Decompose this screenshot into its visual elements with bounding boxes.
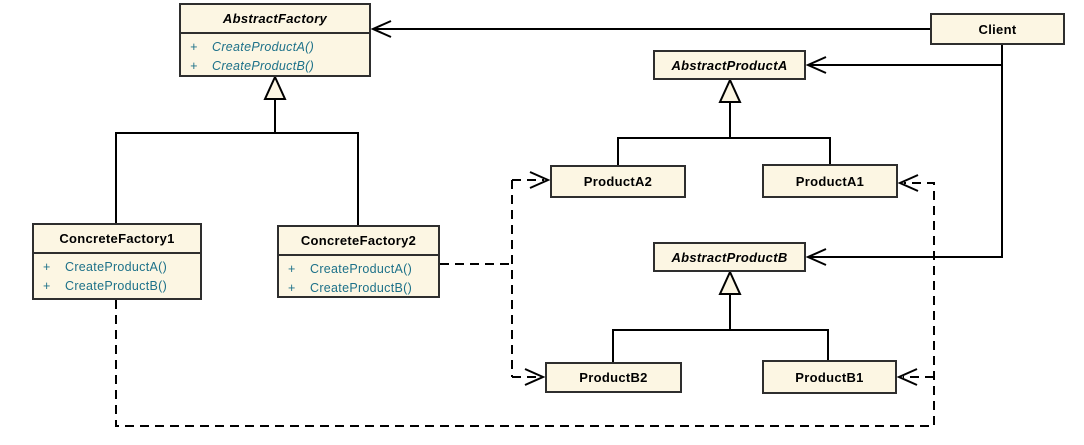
open-arrowhead-icon bbox=[529, 171, 551, 189]
visibility-symbol: + bbox=[43, 279, 51, 293]
method-row: + CreateProductA() bbox=[181, 38, 369, 57]
class-producta2: ProductA2 bbox=[550, 165, 686, 198]
class-title: ProductA2 bbox=[583, 174, 653, 189]
method-row: + CreateProductB() bbox=[34, 277, 200, 296]
class-abstractfactory: AbstractFactory + CreateProductA() + Cre… bbox=[179, 3, 371, 77]
class-methods: + CreateProductA() + CreateProductB() bbox=[279, 254, 438, 298]
open-arrowhead-icon bbox=[370, 20, 392, 38]
method-row: + CreateProductA() bbox=[34, 258, 200, 277]
method-row: + CreateProductA() bbox=[279, 260, 438, 279]
association-client-abstractproducts bbox=[805, 45, 1003, 266]
class-concretefactory1: ConcreteFactory1 + CreateProductA() + Cr… bbox=[32, 223, 202, 300]
hollow-triangle-arrow-icon bbox=[718, 269, 742, 295]
visibility-symbol: + bbox=[190, 40, 198, 54]
open-arrowhead-icon bbox=[897, 174, 919, 192]
hollow-triangle-arrow-icon bbox=[718, 77, 742, 103]
class-productb2: ProductB2 bbox=[545, 362, 682, 393]
class-title: ProductA1 bbox=[795, 173, 865, 189]
class-abstractproductb: AbstractProductB bbox=[653, 242, 806, 272]
dependency-concretefactory2 bbox=[440, 171, 551, 386]
open-arrowhead-icon bbox=[524, 368, 546, 386]
visibility-symbol: + bbox=[288, 262, 296, 276]
class-title: AbstractFactory bbox=[222, 11, 328, 26]
class-title: ProductB1 bbox=[795, 369, 864, 385]
open-arrowhead-icon bbox=[805, 56, 827, 74]
class-concretefactory2: ConcreteFactory2 + CreateProductA() + Cr… bbox=[277, 225, 440, 298]
class-title: ProductB2 bbox=[579, 370, 648, 385]
visibility-symbol: + bbox=[43, 260, 51, 274]
generalization-products-a bbox=[617, 77, 831, 165]
method-row: + CreateProductB() bbox=[181, 57, 369, 76]
class-producta1: ProductA1 bbox=[762, 164, 898, 198]
visibility-symbol: + bbox=[190, 59, 198, 73]
method-name: CreateProductB() bbox=[212, 59, 315, 73]
class-title: AbstractProductB bbox=[671, 249, 788, 265]
hollow-triangle-arrow-icon bbox=[263, 74, 287, 100]
method-name: CreateProductA() bbox=[212, 40, 315, 54]
dependency-concretefactory1 bbox=[115, 174, 935, 427]
method-name: CreateProductB() bbox=[310, 281, 413, 295]
method-name: CreateProductA() bbox=[310, 262, 413, 276]
generalization-factories bbox=[115, 74, 359, 225]
class-methods: + CreateProductA() + CreateProductB() bbox=[34, 252, 200, 296]
generalization-products-b bbox=[612, 269, 829, 362]
method-name: CreateProductB() bbox=[65, 279, 168, 293]
class-productb1: ProductB1 bbox=[762, 360, 897, 394]
open-arrowhead-icon bbox=[805, 248, 827, 266]
association-client-abstractfactory bbox=[370, 20, 930, 38]
class-client: Client bbox=[930, 13, 1065, 45]
class-title: AbstractProductA bbox=[671, 57, 788, 73]
method-row: + CreateProductB() bbox=[279, 279, 438, 298]
class-methods: + CreateProductA() + CreateProductB() bbox=[181, 32, 369, 76]
class-abstractproducta: AbstractProductA bbox=[653, 50, 806, 80]
class-title: ConcreteFactory1 bbox=[59, 231, 175, 246]
class-title: ConcreteFactory2 bbox=[300, 233, 417, 248]
visibility-symbol: + bbox=[288, 281, 296, 295]
class-title: Client bbox=[978, 21, 1017, 37]
method-name: CreateProductA() bbox=[65, 260, 168, 274]
open-arrowhead-icon bbox=[896, 368, 918, 386]
